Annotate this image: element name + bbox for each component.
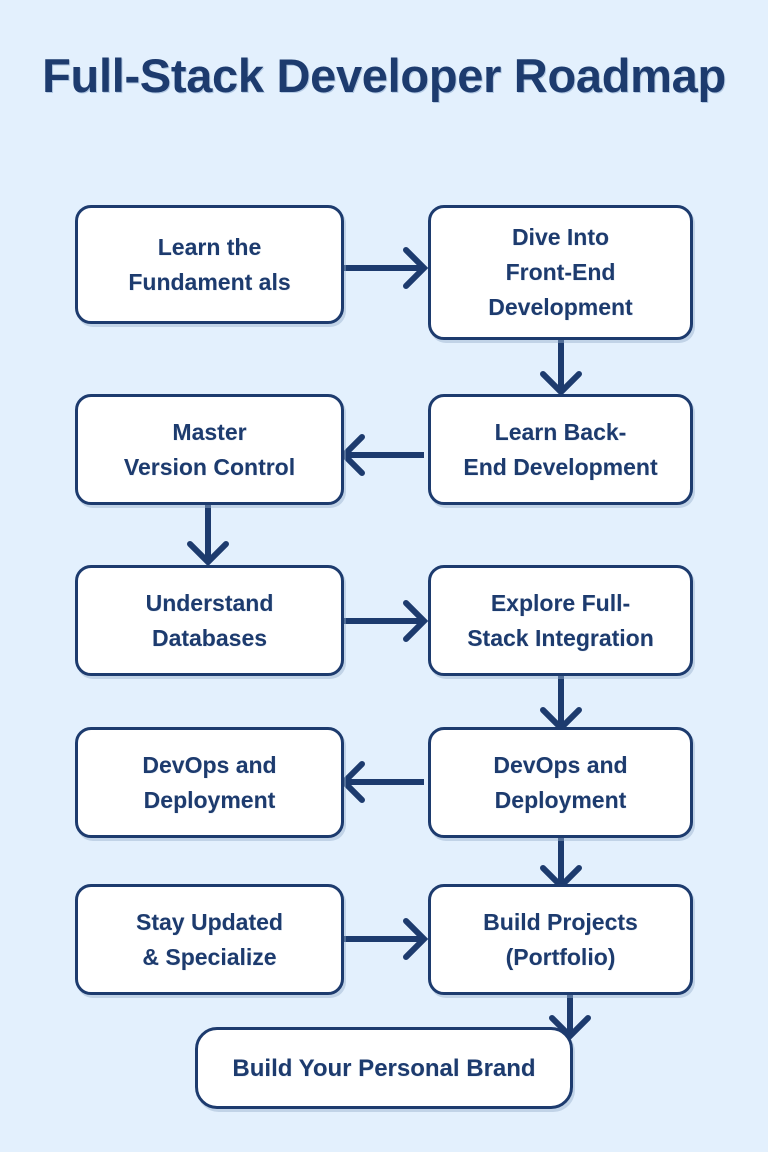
node-explore-full-stack-integration[interactable]: Explore Full- Stack Integration bbox=[428, 565, 693, 676]
page-title: Full-Stack Developer Roadmap bbox=[42, 49, 726, 102]
node-label: Dive Into Front-End Development bbox=[488, 224, 633, 320]
node-devops-and-deployment-right[interactable]: DevOps and Deployment bbox=[428, 727, 693, 838]
node-dive-into-front-end-development[interactable]: Dive Into Front-End Development bbox=[428, 205, 693, 340]
node-label: Master Version Control bbox=[123, 418, 296, 480]
node-stay-updated-and-specialize[interactable]: Stay Updated & Specialize bbox=[75, 884, 344, 995]
node-label: Explore Full- Stack Integration bbox=[467, 589, 654, 651]
node-label: Learn the Fundament als bbox=[128, 233, 291, 295]
arrow-learn-backend-to-master-version-control bbox=[339, 434, 424, 476]
arrow-devops-right-to-devops-left bbox=[339, 761, 424, 803]
node-devops-and-deployment-left[interactable]: DevOps and Deployment bbox=[75, 727, 344, 838]
node-label: DevOps and Deployment bbox=[142, 751, 277, 813]
node-label: Understand Databases bbox=[145, 589, 274, 651]
arrow-devops-left-to-stay-updated bbox=[540, 833, 582, 891]
node-label: Learn Back- End Development bbox=[463, 418, 658, 480]
arrow-learn-fundamentals-to-dive-into-frontend bbox=[344, 247, 429, 289]
node-build-projects-portfolio[interactable]: Build Projects (Portfolio) bbox=[428, 884, 693, 995]
node-label: DevOps and Deployment bbox=[493, 751, 628, 813]
arrow-stay-updated-to-build-projects bbox=[344, 918, 429, 960]
node-learn-back-end-development[interactable]: Learn Back- End Development bbox=[428, 394, 693, 505]
arrow-understand-databases-to-explore-fullstack bbox=[344, 600, 429, 642]
node-label: Build Projects (Portfolio) bbox=[483, 908, 638, 970]
arrow-explore-fullstack-to-devops-right bbox=[540, 672, 582, 733]
node-master-version-control[interactable]: Master Version Control bbox=[75, 394, 344, 505]
node-understand-databases[interactable]: Understand Databases bbox=[75, 565, 344, 676]
node-build-your-personal-brand[interactable]: Build Your Personal Brand bbox=[195, 1027, 573, 1109]
node-label: Build Your Personal Brand bbox=[232, 1054, 536, 1082]
node-label: Stay Updated & Specialize bbox=[136, 908, 283, 970]
arrow-dive-into-frontend-to-learn-backend bbox=[540, 340, 582, 397]
arrow-master-version-control-to-understand-databases bbox=[187, 505, 229, 567]
node-learn-the-fundamentals[interactable]: Learn the Fundament als bbox=[75, 205, 344, 324]
